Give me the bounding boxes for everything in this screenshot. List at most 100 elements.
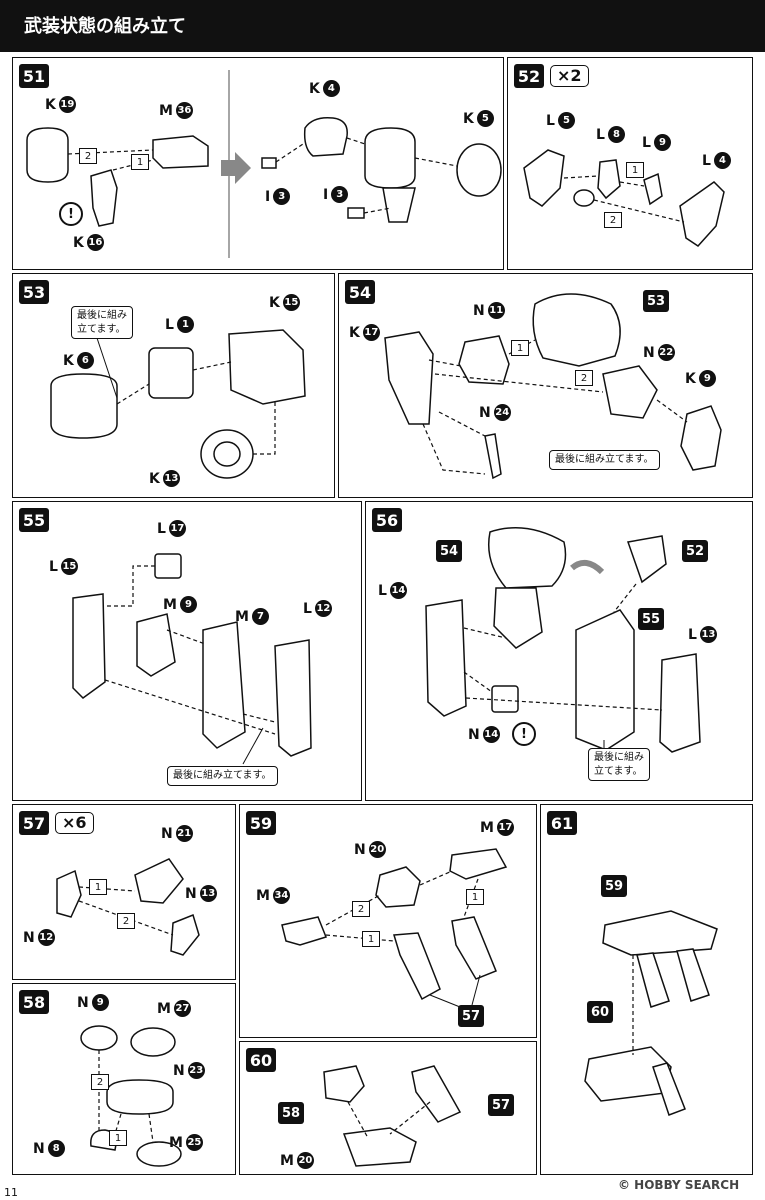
note-last-assemble: 最後に組み立てます。 xyxy=(549,450,660,470)
note-last-assemble: 最後に組み 立てます。 xyxy=(588,748,650,781)
ref-step-60: 60 xyxy=(587,1001,613,1023)
step-number: 51 xyxy=(19,64,49,88)
step-60-illustration xyxy=(323,1065,462,1167)
note-last-assemble: 最後に組み 立てます。 xyxy=(71,306,133,339)
ref-step-53: 53 xyxy=(643,290,669,312)
order-2: 2 xyxy=(91,1074,109,1090)
ref-step-54: 54 xyxy=(436,540,462,562)
order-1: 1 xyxy=(131,154,149,170)
step-number: 53 xyxy=(19,280,49,304)
order-2: 2 xyxy=(79,148,97,164)
order-2: 2 xyxy=(575,370,593,386)
caution-icon: ! xyxy=(512,722,536,746)
step-number: 52 xyxy=(514,64,544,88)
step-number: 55 xyxy=(19,508,49,532)
order-1: 1 xyxy=(362,931,380,947)
order-1: 1 xyxy=(109,1130,127,1146)
caution-icon: ! xyxy=(59,202,83,226)
section-header: 武装状態の組み立て xyxy=(0,0,765,52)
step-54-illustration xyxy=(384,293,722,480)
step-55-illustration xyxy=(72,553,312,765)
ref-step-55: 55 xyxy=(638,608,664,630)
order-2: 2 xyxy=(352,901,370,917)
step-number: 58 xyxy=(19,990,49,1014)
order-1: 1 xyxy=(89,879,107,895)
order-2: 2 xyxy=(117,913,135,929)
step-number: 57 xyxy=(19,811,49,835)
step-51-illustration xyxy=(26,70,502,258)
step-number: 56 xyxy=(372,508,402,532)
step-59-illustration xyxy=(281,848,508,1012)
multiplier: ×6 xyxy=(55,812,94,834)
ref-step-57: 57 xyxy=(458,1005,484,1027)
step-52-illustration xyxy=(523,149,725,247)
step-61-panel: 61 59 60 xyxy=(540,804,753,1175)
step-58-illustration xyxy=(80,1025,182,1167)
step-61-illustration xyxy=(584,910,718,1116)
step-number: 59 xyxy=(246,811,276,835)
order-1: 1 xyxy=(466,889,484,905)
order-1: 1 xyxy=(511,340,529,356)
step-number: 60 xyxy=(246,1048,276,1072)
note-last-assemble: 最後に組み立てます。 xyxy=(167,766,278,786)
step-number: 54 xyxy=(345,280,375,304)
step-57-illustration xyxy=(56,858,200,956)
ref-step-58: 58 xyxy=(278,1102,304,1124)
step-53-illustration xyxy=(50,329,306,479)
step-number: 61 xyxy=(547,811,577,835)
page-number: 11 xyxy=(4,1186,18,1199)
multiplier: ×2 xyxy=(550,65,589,87)
ref-step-52: 52 xyxy=(682,540,708,562)
order-2: 2 xyxy=(604,212,622,228)
watermark: © HOBBY SEARCH xyxy=(618,1178,740,1192)
step-56-illustration xyxy=(425,527,701,764)
ref-step-57: 57 xyxy=(488,1094,514,1116)
